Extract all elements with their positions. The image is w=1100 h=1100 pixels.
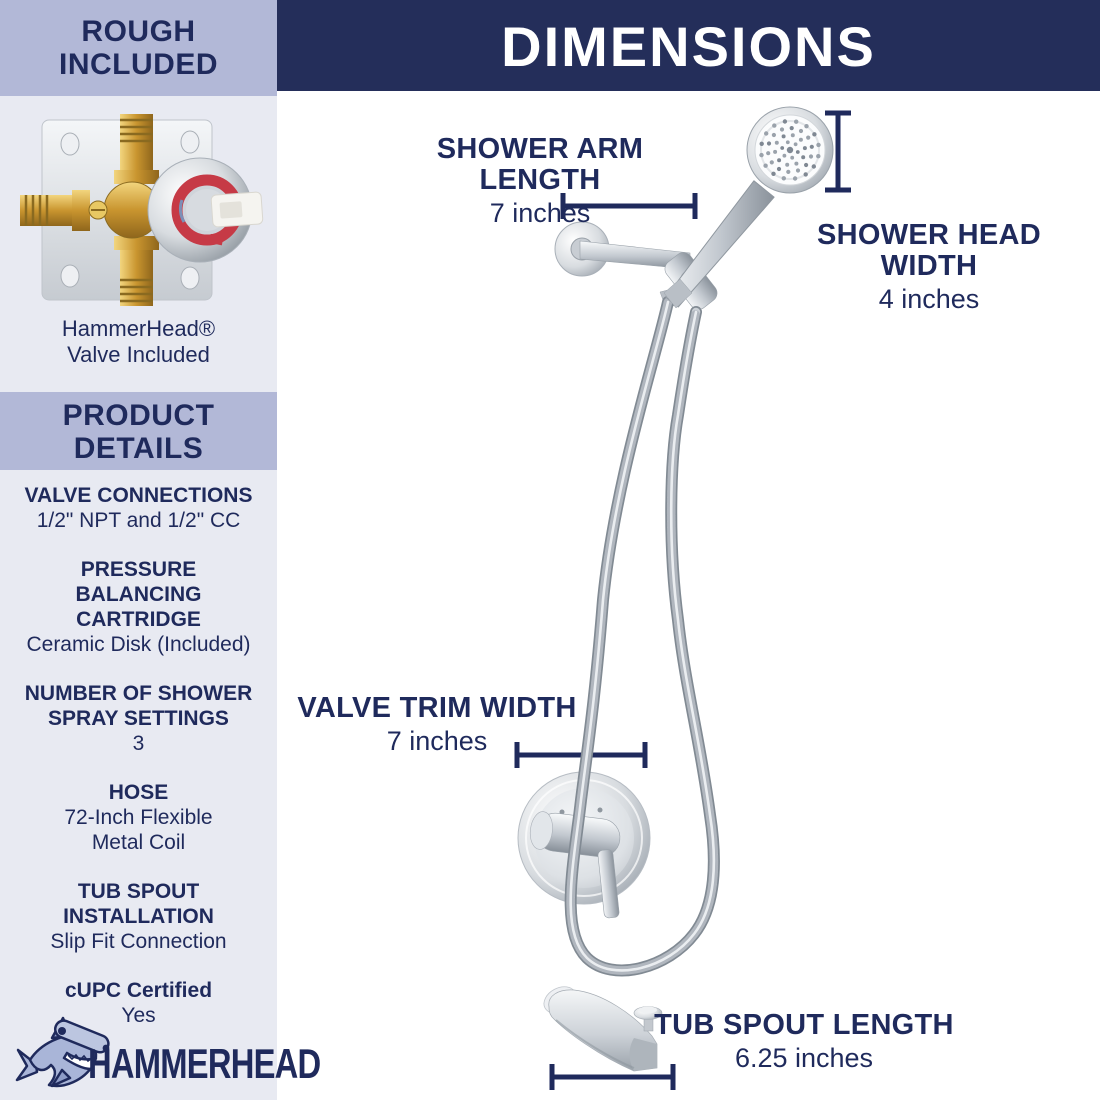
annotation-value: 4 inches	[878, 284, 980, 314]
tub-spout	[543, 986, 663, 1072]
product-details-header: PRODUCT DETAILS	[0, 392, 277, 470]
shower-arm-measure-line	[560, 193, 698, 219]
left-info-panel: ROUGH INCLUDED	[0, 0, 321, 1100]
hammerhead-logo: HAMMERHEAD	[12, 1008, 321, 1098]
shark-mascot-icon	[15, 1016, 110, 1088]
product-details-line2: DETAILS	[73, 432, 204, 465]
annotation-value: 7 inches	[386, 726, 488, 756]
product-details-line1: PRODUCT	[62, 399, 215, 432]
hand-shower-wand	[663, 106, 834, 309]
annotation-tub-spout-length: TUB SPOUT LENGTH 6.25 inches	[648, 1009, 960, 1074]
spec-label: PRESSURE BALANCING CARTRIDGE	[75, 558, 202, 631]
spec-value: Slip Fit Connection	[50, 930, 227, 953]
shower-arm	[554, 221, 691, 277]
dimensions-title-band: DIMENSIONS	[277, 0, 1100, 91]
product-spec-list: VALVE CONNECTIONS 1/2" NPT and 1/2" CC P…	[0, 483, 277, 1028]
spec-label: NUMBER OF SHOWER SPRAY SETTINGS	[24, 682, 253, 730]
shower-hose	[564, 296, 720, 977]
spec-value: Yes	[121, 1004, 156, 1027]
shower-head-measure-line	[825, 110, 851, 193]
valve-caption-line1: HammerHead®	[61, 316, 216, 341]
shower-system-diagram	[514, 106, 851, 1090]
annotation-value: 6.25 inches	[734, 1043, 874, 1073]
annotation-label: VALVE TRIM WIDTH	[297, 692, 577, 724]
spec-label: HOSE	[108, 781, 169, 804]
annotation-label: SHOWER ARM LENGTH	[436, 133, 644, 196]
spec-hose: HOSE 72-Inch Flexible Metal Coil	[0, 780, 277, 855]
rough-included-line2: INCLUDED	[59, 48, 218, 81]
valve-included-caption: HammerHead® Valve Included	[0, 316, 277, 368]
spec-label: VALVE CONNECTIONS	[24, 484, 253, 507]
brand-wordmark: HAMMERHEAD	[88, 1040, 321, 1087]
annotation-label: TUB SPOUT LENGTH	[654, 1009, 954, 1041]
spec-label: cUPC Certified	[64, 979, 213, 1002]
annotation-valve-trim-width: VALVE TRIM WIDTH 7 inches	[287, 692, 587, 757]
spec-spray-settings: NUMBER OF SHOWER SPRAY SETTINGS 3	[0, 681, 277, 756]
spec-value: 1/2" NPT and 1/2" CC	[36, 509, 241, 532]
rough-included-header: ROUGH INCLUDED	[0, 0, 277, 96]
spec-cupc-certified: cUPC Certified Yes	[0, 978, 277, 1028]
spec-pressure-cartridge: PRESSURE BALANCING CARTRIDGE Ceramic Dis…	[0, 557, 277, 657]
tub-spout-measure-line	[549, 1064, 676, 1090]
dimensions-title: DIMENSIONS	[501, 15, 876, 78]
shower-head-nozzles	[759, 119, 821, 181]
spec-label: TUB SPOUT INSTALLATION	[63, 880, 214, 928]
spec-tub-spout-installation: TUB SPOUT INSTALLATION Slip Fit Connecti…	[0, 879, 277, 954]
valve-caption-line2: Valve Included	[67, 342, 210, 367]
rough-included-line1: ROUGH	[81, 15, 196, 48]
annotation-value: 7 inches	[489, 198, 591, 228]
spec-value: 3	[132, 732, 145, 755]
annotation-shower-arm-length: SHOWER ARM LENGTH 7 inches	[380, 133, 700, 229]
spec-valve-connections: VALVE CONNECTIONS 1/2" NPT and 1/2" CC	[0, 483, 277, 533]
valve-trim	[517, 771, 651, 919]
spec-value: Ceramic Disk (Included)	[26, 633, 251, 656]
rough-in-valve-illustration	[20, 114, 264, 306]
spec-value: 72-Inch Flexible Metal Coil	[64, 806, 213, 854]
annotation-shower-head-width: SHOWER HEAD WIDTH 4 inches	[768, 219, 1090, 315]
annotation-label: SHOWER HEAD WIDTH	[816, 219, 1042, 282]
